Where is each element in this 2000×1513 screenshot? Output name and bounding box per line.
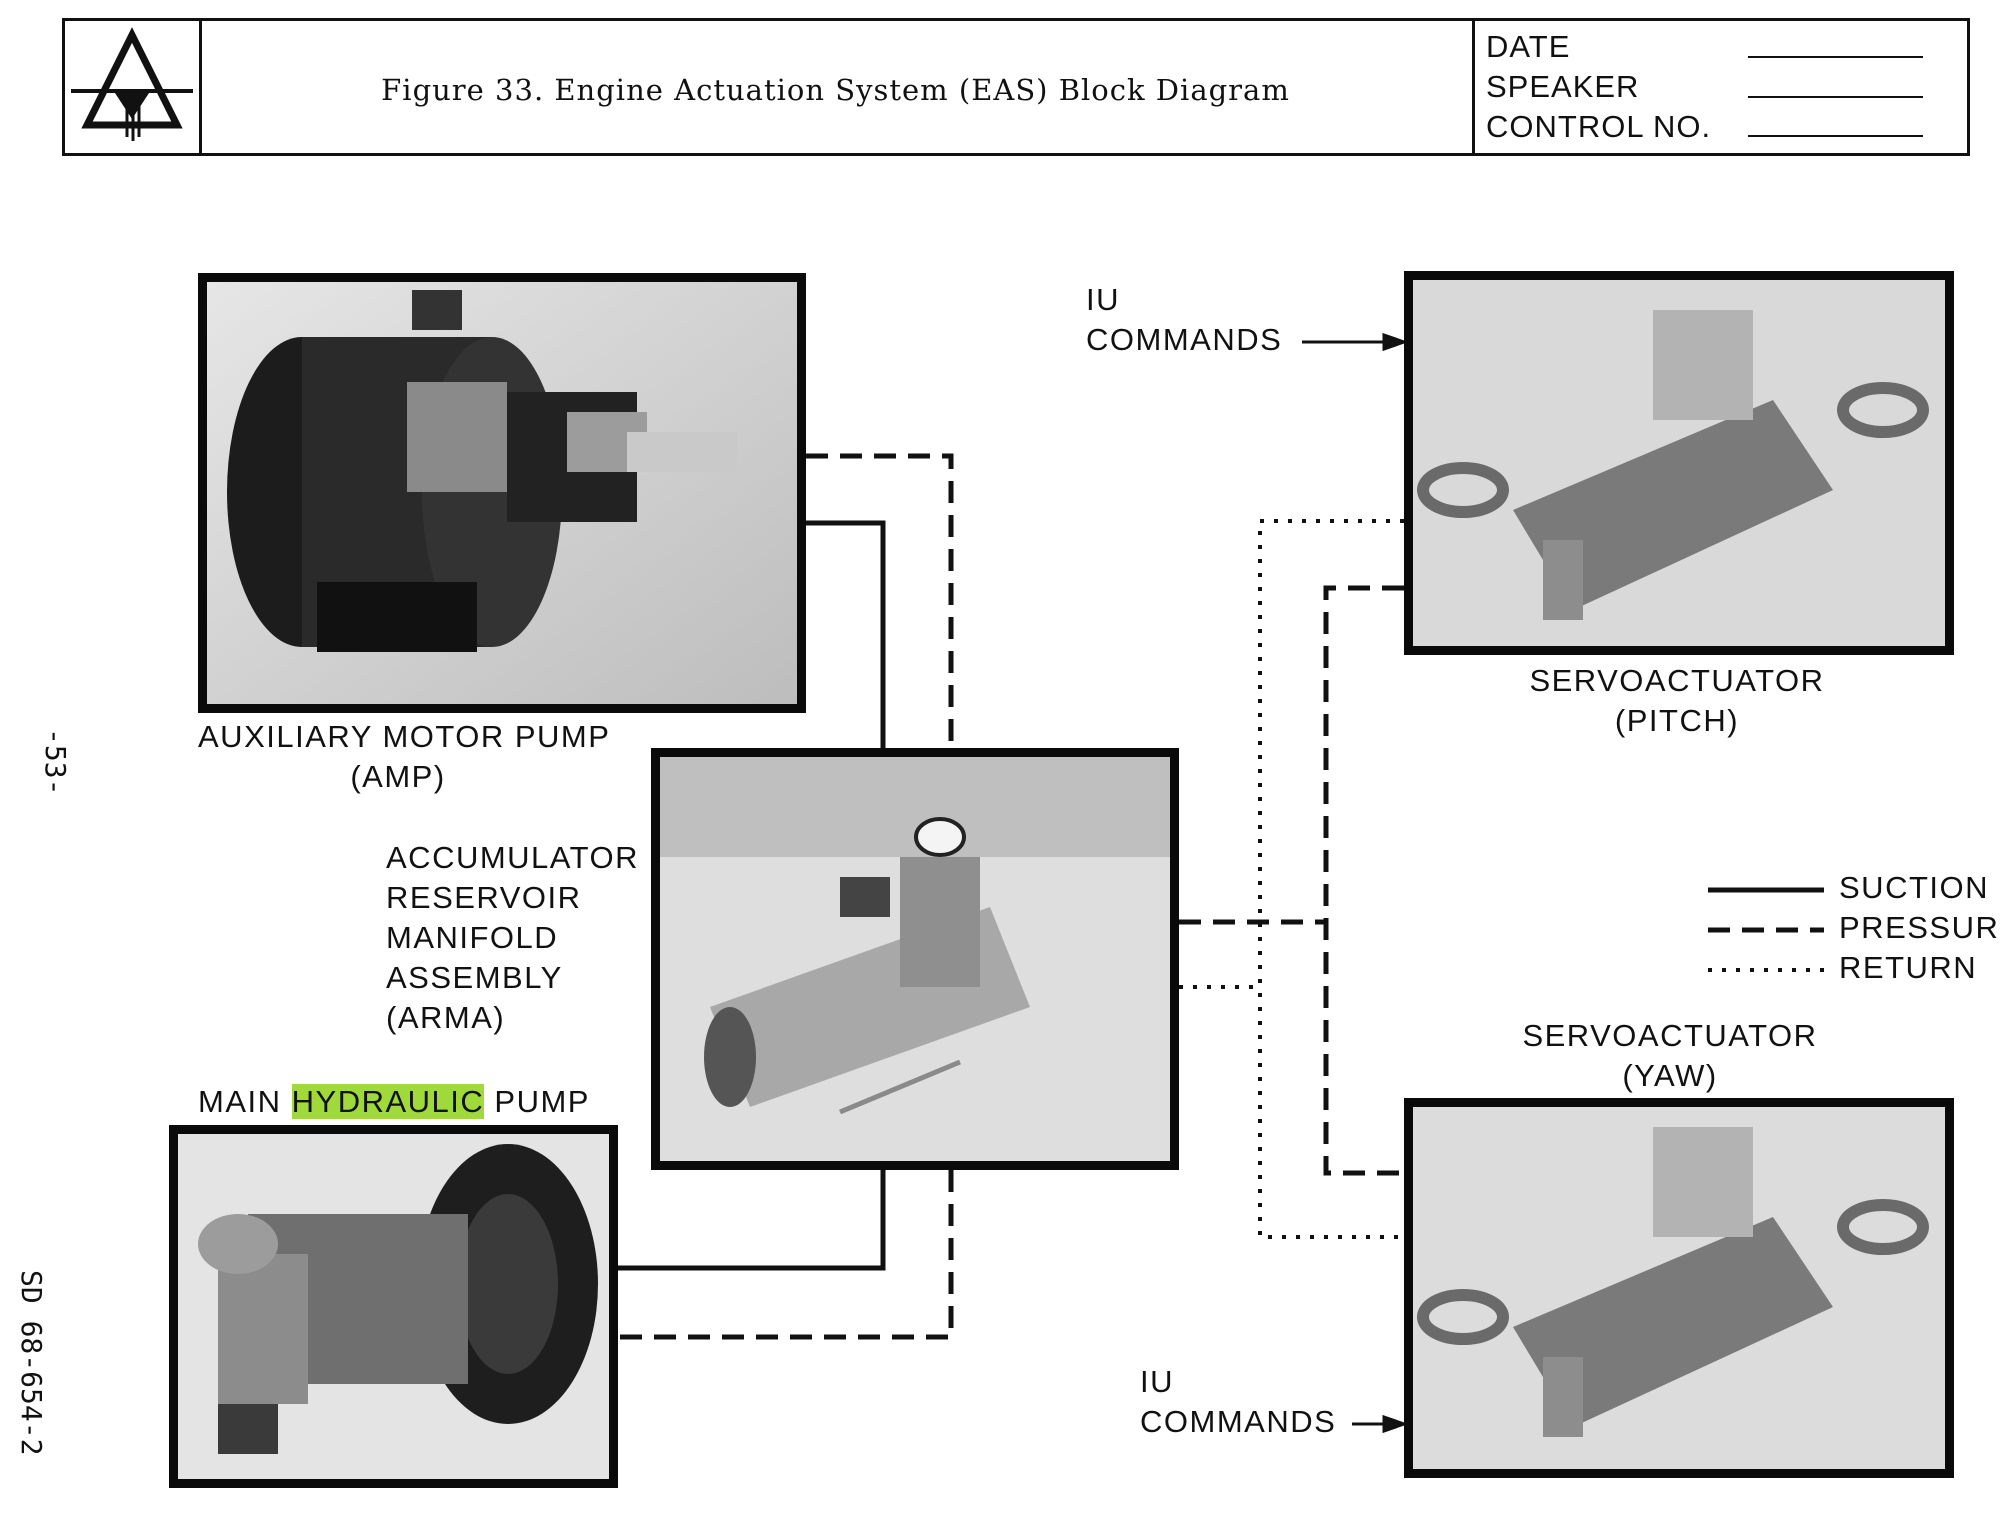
arma-label-line3: MANIFOLD [386, 920, 559, 955]
servo-yaw-photo [1404, 1098, 1954, 1478]
iu-commands-top-line2: COMMANDS [1086, 322, 1283, 357]
iu-commands-bottom-line1: IU [1140, 1364, 1174, 1399]
amp-photo [198, 273, 806, 713]
iu-commands-top-line1: IU [1086, 282, 1120, 317]
legend-pressure: PRESSURE [1839, 910, 2000, 945]
arma-label: ACCUMULATOR RESERVOIR MANIFOLD ASSEMBLY … [386, 838, 639, 1038]
speaker-label: SPEAKER [1486, 69, 1640, 104]
servo-pitch-line1: SERVOACTUATOR [1529, 663, 1825, 698]
date-blank [1748, 56, 1923, 58]
servo-pitch-label: SERVOACTUATOR (PITCH) [1512, 661, 1842, 741]
servo-yaw-line1: SERVOACTUATOR [1522, 1018, 1818, 1053]
arma-label-line5: (ARMA) [386, 1000, 506, 1035]
servo-yaw-line2: (YAW) [1622, 1058, 1718, 1093]
title-cell: Figure 33. Engine Actuation System (EAS)… [199, 21, 1475, 153]
header-block: Figure 33. Engine Actuation System (EAS)… [62, 18, 1970, 156]
iu-command-arrows [1302, 332, 1409, 1434]
servo-pitch-line2: (PITCH) [1614, 703, 1740, 738]
legend-swatches [1708, 887, 1824, 972]
main-pump-label: MAIN HYDRAULIC PUMP [198, 1082, 590, 1122]
control-number-label: CONTROL NO. [1486, 109, 1712, 144]
return-lines [1179, 519, 1404, 1239]
amp-label-line1: AUXILIARY MOTOR PUMP [198, 719, 611, 754]
iu-commands-top: IU COMMANDS [1086, 280, 1282, 360]
company-logo [71, 27, 193, 141]
logo-cell [65, 21, 202, 153]
arma-label-line4: ASSEMBLY [386, 960, 563, 995]
arma-label-line2: RESERVOIR [386, 880, 582, 915]
main-pump-word3: PUMP [494, 1084, 590, 1119]
legend-suction: SUCTION [1839, 870, 1989, 905]
amp-label-line2: (AMP) [350, 759, 446, 794]
arma-photo [651, 748, 1179, 1170]
iu-commands-bottom: IU COMMANDS [1140, 1362, 1336, 1442]
arma-label-line1: ACCUMULATOR [386, 840, 640, 875]
speaker-blank [1748, 96, 1923, 98]
amp-label: AUXILIARY MOTOR PUMP (AMP) [198, 717, 611, 797]
legend-return: RETURN [1839, 950, 1978, 985]
main-pump-photo [169, 1125, 618, 1488]
page-number: -53- [39, 728, 72, 796]
figure-title: Figure 33. Engine Actuation System (EAS)… [381, 73, 1290, 107]
main-pump-word1: MAIN [198, 1084, 282, 1119]
iu-commands-bottom-line2: COMMANDS [1140, 1404, 1337, 1439]
date-label: DATE [1486, 29, 1571, 64]
servo-pitch-photo [1404, 271, 1954, 655]
control-number-blank [1748, 135, 1923, 137]
document-id: SD 68-654-2 [15, 1270, 48, 1456]
main-pump-highlight: HYDRAULIC [291, 1084, 485, 1119]
servo-yaw-label: SERVOACTUATOR (YAW) [1505, 1016, 1835, 1096]
